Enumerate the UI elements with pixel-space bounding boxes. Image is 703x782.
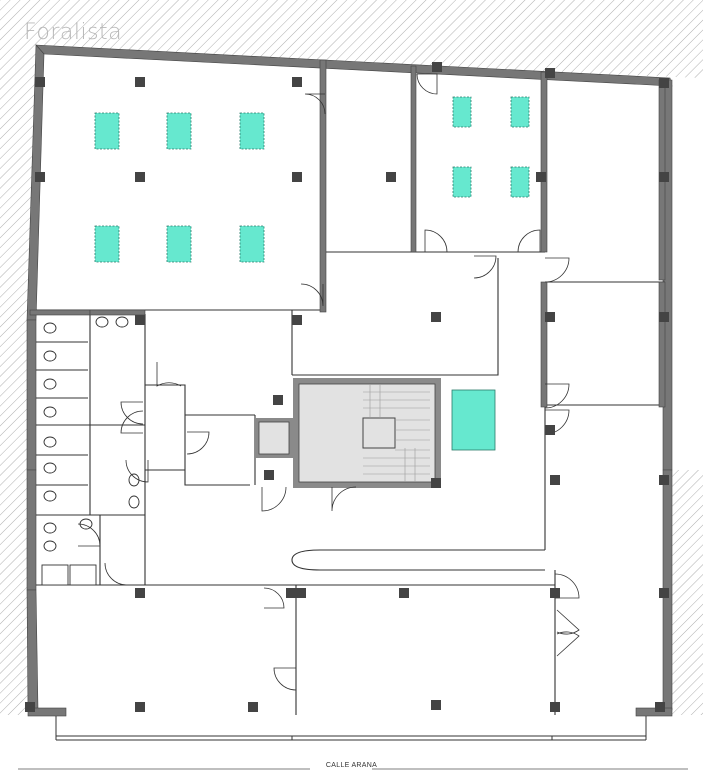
stair-core [255,378,441,488]
stall-partitions [36,341,88,486]
wall-stubs [29,59,666,408]
light-fixtures [94,96,530,451]
street-label: CALLE ARANA [325,762,378,769]
doors [77,73,580,691]
washroom-fixtures [36,316,140,586]
watermark-logo: Foralista [24,20,123,45]
urinals [43,322,57,552]
structural-columns [25,62,669,712]
neighbor-hatch [0,0,703,715]
